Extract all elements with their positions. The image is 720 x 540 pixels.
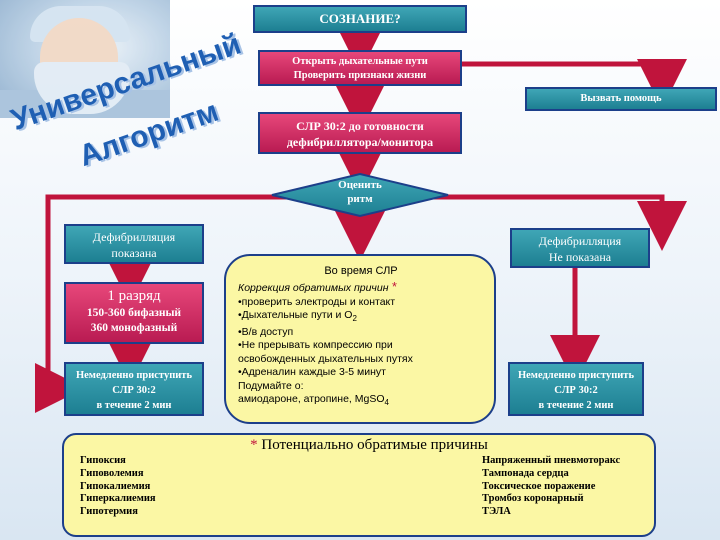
during-cpr-item-6: •Адреналин каждые 3-5 минут — [238, 366, 386, 379]
shock-box: 1 разряд 150-360 бифазный 360 монофазный — [64, 282, 204, 344]
during-cpr-star: * — [391, 279, 397, 294]
during-cpr-item-7: Подумайте о: — [238, 379, 304, 392]
resume-left-line-3: в течение 2 мин — [96, 400, 172, 411]
reversible-star: * — [250, 437, 258, 453]
defib-indicated-box: Дефибрилляция показана — [64, 224, 204, 264]
reversible-left-item-1: Гипоксия — [80, 455, 126, 466]
during-cpr-o2-sub: 2 — [352, 314, 357, 324]
consciousness-box: СОЗНАНИЕ? — [253, 5, 467, 33]
during-cpr-item-2: •Дыхательные пути и О2 — [238, 309, 484, 326]
reversible-right-list: Напряженный пневмоторакс Тампонада сердц… — [482, 455, 652, 519]
reversible-left-list: Гипоксия Гиповолемия Гипокалиемия Гиперк… — [80, 455, 280, 519]
reversible-right-item-1: Напряженный пневмоторакс — [482, 455, 621, 466]
airway-line-2: Проверить признаки жизни — [293, 70, 427, 81]
cpr-box: СЛР 30:2 до готовности дефибриллятора/мо… — [258, 112, 462, 154]
resume-cpr-left-box: Немедленно приступить СЛР 30:2 в течение… — [64, 362, 204, 416]
during-cpr-item-3: •В/в доступ — [238, 325, 294, 338]
defib-not-indicated-line-1: Дефибрилляция — [538, 234, 622, 248]
cpr-line-1: СЛР 30:2 до готовности — [296, 119, 424, 133]
airway-line-1: Открыть дыхательные пути — [292, 56, 428, 67]
doctor-photo — [0, 0, 170, 118]
shock-line-1: 150-360 бифазный — [86, 307, 182, 319]
reversible-right-item-5: ТЭЛА — [482, 506, 511, 518]
reversible-left-item-4: Гиперкалиемия — [80, 493, 156, 505]
resume-right-line-3: в течение 2 мин — [538, 400, 614, 411]
resume-left-line-2: СЛР 30:2 — [112, 385, 156, 396]
during-cpr-o2: О — [344, 309, 353, 321]
defib-not-indicated-box: Дефибрилляция Не показана — [510, 228, 650, 268]
reversible-title-text: Потенциально обратимые причины — [261, 437, 488, 453]
cpr-line-2: дефибриллятора/монитора — [286, 135, 434, 149]
defib-indicated-line-1: Дефибрилляция — [92, 230, 176, 244]
rhythm-line-2: ритм — [347, 193, 373, 205]
reversible-causes-box: * Потенциально обратимые причины Гипокси… — [62, 433, 656, 537]
defib-indicated-line-2: показана — [111, 246, 157, 260]
resume-right-line-1: Немедленно приступить — [517, 370, 635, 381]
reversible-left-item-5: Гипотермия — [80, 506, 138, 518]
during-cpr-title: Во время СЛР — [324, 265, 398, 277]
during-cpr-item-4: •Не прерывать компрессию при — [238, 339, 393, 352]
reversible-right-item-2: Тампонада сердца — [482, 467, 569, 479]
airway-box: Открыть дыхательные пути Проверить призн… — [258, 50, 462, 86]
during-cpr-box: Во время СЛР Коррекция обратимых причин … — [224, 254, 496, 424]
rhythm-line-1: Оценить — [338, 179, 382, 191]
during-cpr-item-8-text: амиодароне, атропине, Mg — [238, 393, 370, 406]
during-cpr-item-1: •проверить электроды и контакт — [238, 295, 396, 308]
call-help-box: Вызвать помощь — [525, 87, 717, 111]
shock-title: 1 разряд — [107, 288, 161, 304]
shock-line-2: 360 монофазный — [90, 322, 178, 334]
reversible-title: * Потенциально обратимые причины — [204, 435, 534, 455]
reversible-left-item-3: Гипокалиемия — [80, 480, 151, 492]
rhythm-label: Оценить ритм — [300, 178, 420, 206]
during-cpr-item-5: освобожденных дыхательных путях — [238, 352, 413, 365]
reversible-right-item-3: Токсическое поражение — [482, 480, 596, 492]
defib-not-indicated-line-2: Не показана — [548, 250, 612, 264]
reversible-right-item-4: Тромбоз коронарный — [482, 493, 584, 505]
during-cpr-mg-sub: 4 — [384, 398, 389, 408]
during-cpr-subtitle: Коррекция обратимых причин * — [238, 280, 484, 296]
during-cpr-subtitle-text: Коррекция обратимых причин — [238, 282, 389, 294]
during-cpr-item-2-text: •Дыхательные пути и — [238, 309, 342, 321]
during-cpr-mg-so: SO — [369, 393, 385, 406]
during-cpr-item-8: амиодароне, атропине, MgSO4 — [238, 393, 484, 410]
reversible-left-item-2: Гиповолемия — [80, 467, 144, 479]
resume-cpr-right-box: Немедленно приступить СЛР 30:2 в течение… — [508, 362, 644, 416]
resume-left-line-1: Немедленно приступить — [75, 370, 193, 381]
resume-right-line-2: СЛР 30:2 — [554, 385, 598, 396]
rhythm-diamond — [271, 172, 449, 218]
